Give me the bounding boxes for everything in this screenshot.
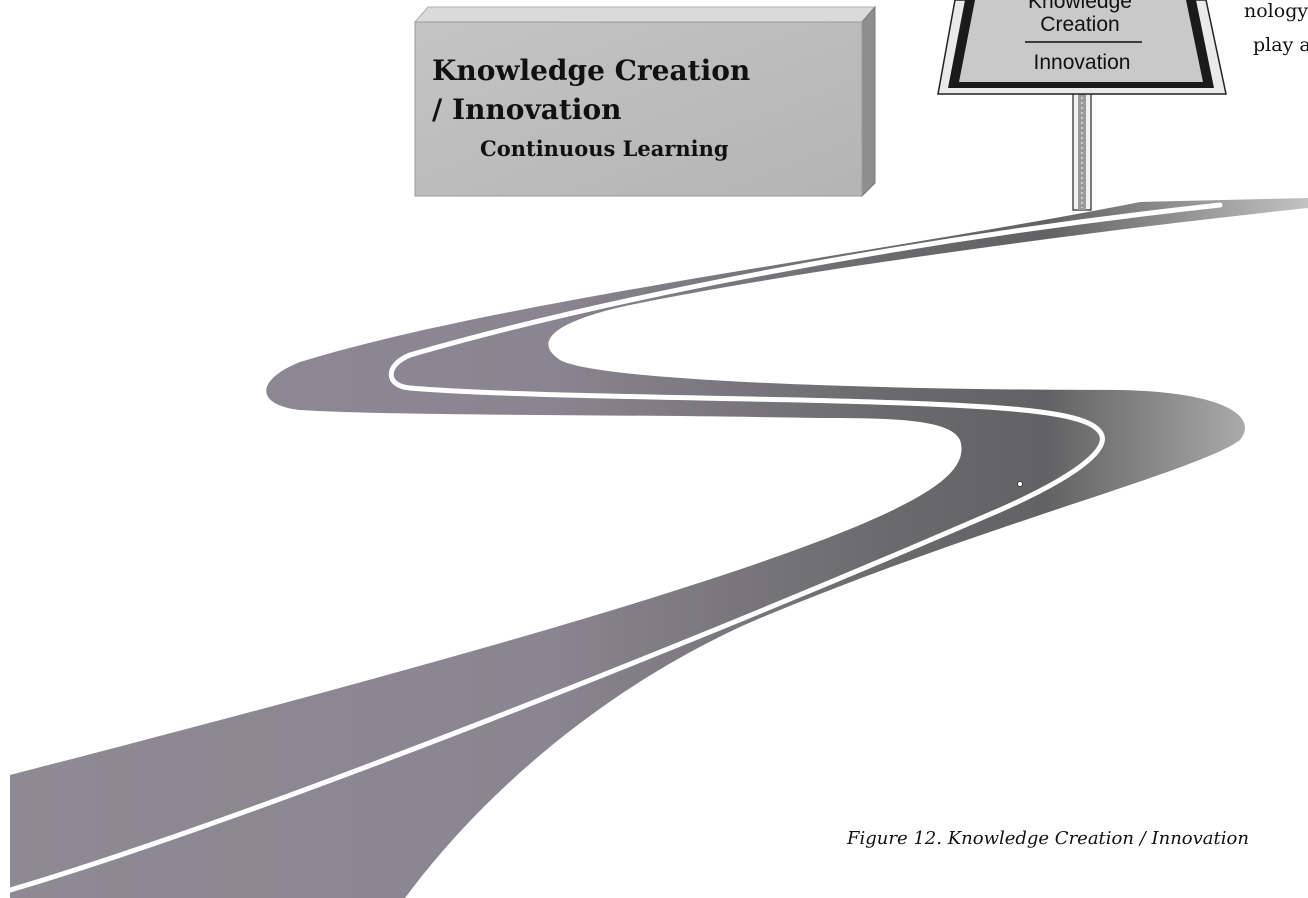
box-title-line2: / Innovation bbox=[432, 93, 621, 126]
title-box-side bbox=[861, 5, 876, 198]
box-subtitle: Continuous Learning bbox=[480, 136, 729, 161]
title-box-top bbox=[413, 6, 877, 23]
figure-caption: Figure 12. Knowledge Creation / Innovati… bbox=[847, 828, 1249, 849]
title-box-face bbox=[414, 21, 863, 197]
winding-road bbox=[0, 198, 1308, 898]
road-surface bbox=[10, 198, 1308, 898]
margin-text-line2: play a bbox=[1253, 34, 1308, 56]
road-marker-dot bbox=[1017, 481, 1023, 487]
sign-text-knowledge: Knowledge bbox=[1028, 0, 1132, 13]
road-sign: Knowledge Creation Innovation bbox=[937, 0, 1227, 211]
title-box: Knowledge Creation / Innovation Continuo… bbox=[413, 5, 877, 198]
sign-text-creation: Creation bbox=[1040, 13, 1119, 36]
road-center-line bbox=[0, 202, 1223, 896]
margin-text-line1: nology bbox=[1244, 0, 1308, 22]
sign-text-innovation: Innovation bbox=[1034, 51, 1131, 74]
sign-post bbox=[1072, 87, 1092, 211]
sign-face bbox=[959, 0, 1203, 82]
box-title-line1: Knowledge Creation bbox=[432, 54, 750, 87]
